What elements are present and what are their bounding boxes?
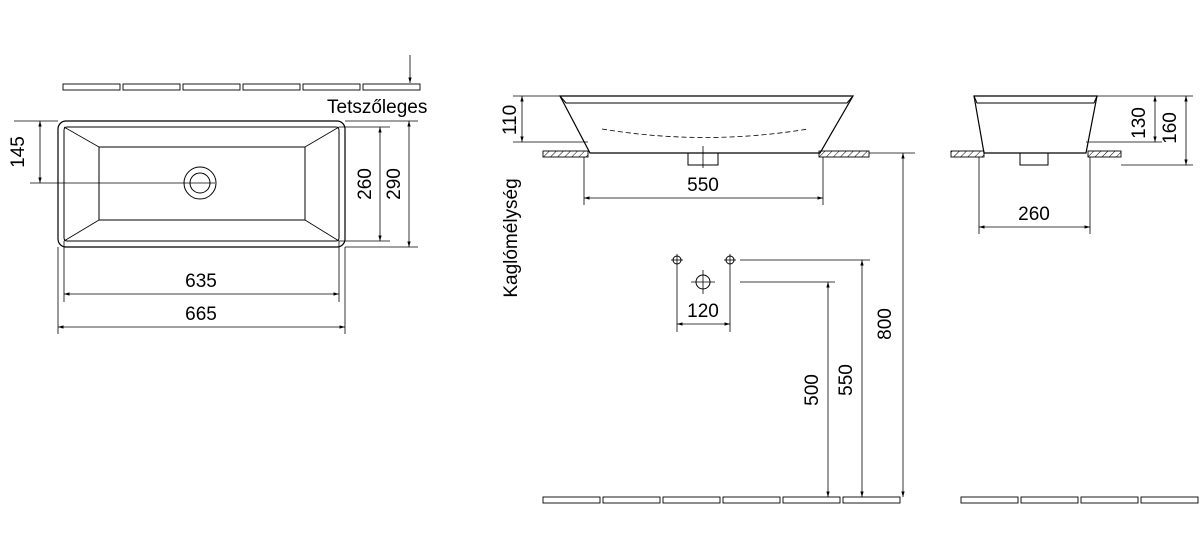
front-view: 110 550 Kaglómélység 800 [500, 95, 915, 504]
dim-550-height: 550 [836, 364, 857, 396]
kaglomelyseg-label: Kaglómélység [501, 178, 522, 297]
dim-290-depth: 290 [384, 168, 405, 200]
front-floor-tiles [542, 496, 901, 504]
dim-635-width: 635 [185, 271, 217, 292]
dim-160-height: 160 [1160, 112, 1181, 144]
dim-145: 145 [8, 136, 29, 168]
side-drain [1019, 153, 1049, 166]
tetszoleges-label: Tetszőleges [327, 97, 427, 118]
dim-130-height: 130 [1129, 107, 1150, 139]
front-counter-right [818, 150, 870, 158]
side-rim-line [973, 95, 1098, 104]
front-rim-line [559, 95, 854, 104]
dim-110-height: 110 [500, 105, 521, 135]
side-counter-right [1087, 150, 1122, 158]
side-floor-tiles [960, 496, 1199, 504]
dim-120-spacing: 120 [687, 301, 719, 322]
front-counter-left [542, 150, 589, 158]
tap-hole-right [724, 254, 736, 266]
dim-800-height: 800 [875, 308, 896, 340]
basin-rim-outline [63, 126, 340, 242]
basin-outer-outline [57, 120, 346, 248]
dim-260-side-width: 260 [1018, 204, 1050, 225]
side-counter-left [950, 150, 985, 158]
front-basin-interior-hidden [601, 128, 809, 138]
side-basin-outline [973, 95, 1098, 154]
top-view: Tetszőleges 145 260 290 635 66 [8, 55, 427, 334]
dim-665-width: 665 [185, 304, 217, 325]
top-floor-tiles [62, 83, 421, 91]
drain-position-mark [691, 270, 715, 294]
side-view: 130 160 260 [950, 95, 1199, 504]
dim-260-depth: 260 [355, 168, 376, 200]
basin-bottom-outline [98, 146, 306, 221]
dim-500-height: 500 [802, 374, 823, 406]
tap-hole-left [671, 254, 683, 266]
dim-550-width: 550 [687, 175, 719, 196]
front-basin-outline [559, 95, 855, 154]
